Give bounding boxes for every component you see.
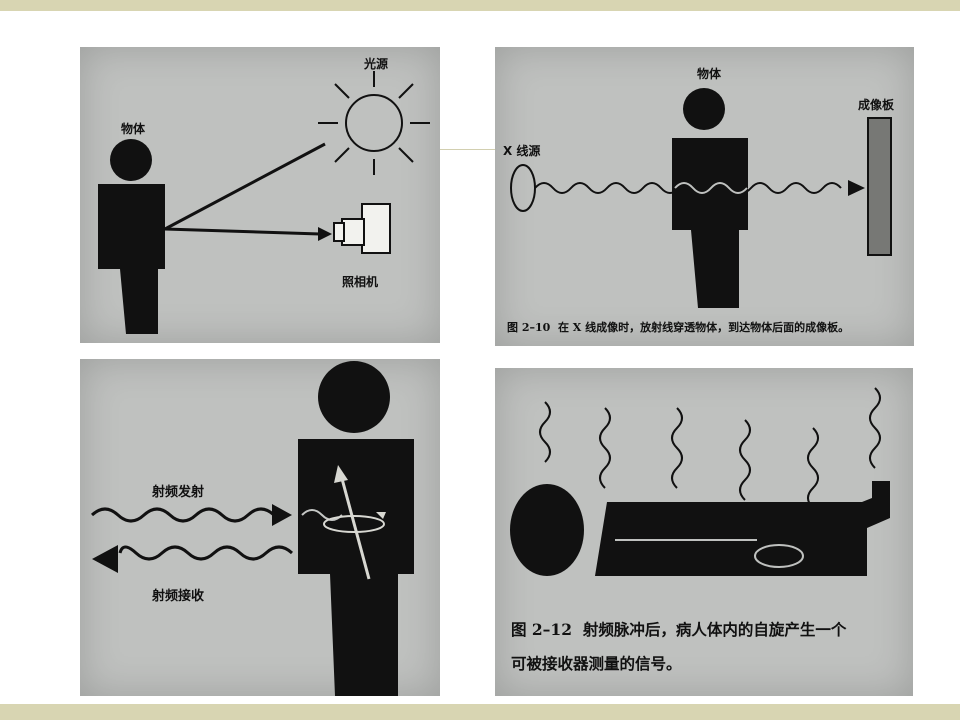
panel-patient-signal: 图 2–12 射频脉冲后，病人体内的自旋产生一个 可被接收器测量的信号。 xyxy=(495,368,913,696)
xray-source-icon xyxy=(510,164,536,212)
person-body-icon xyxy=(98,184,165,334)
bottom-decorative-band xyxy=(0,704,960,720)
decorative-divider-line xyxy=(440,149,496,150)
rf-transmit-label: 射频发射 xyxy=(152,485,205,500)
spin-axis-arrow xyxy=(339,474,371,580)
caption-text-line1: 射频脉冲后，病人体内的自旋产生一个 xyxy=(582,620,847,639)
patient-body-icon xyxy=(595,481,890,576)
rf-illustration xyxy=(90,361,414,696)
spin-axis-arrowhead xyxy=(334,465,348,483)
panel-rf-transmit-receive: 射频发射 射频接收 xyxy=(80,359,440,696)
figure-2-12-caption-line1: 图 2–12 射频脉冲后，病人体内的自旋产生一个 xyxy=(511,618,846,640)
sun-rays xyxy=(318,71,430,175)
imaging-plate-icon xyxy=(867,117,892,256)
figure-2-12-caption-line2: 可被接收器测量的信号。 xyxy=(511,654,682,673)
caption-text: 在 X 线成像时，放射线穿透物体，到达物体后面的成像板。 xyxy=(557,321,850,334)
panel-xray-imaging: 物体 X 线源 成像板 图 2–10 在 X 线成像时，放射线穿透物体，到达物体… xyxy=(495,47,914,346)
figure-number: 图 2–12 xyxy=(511,620,573,639)
person-head-icon xyxy=(110,139,152,181)
person-head-icon xyxy=(318,361,390,433)
rf-transmit-wave xyxy=(90,507,276,523)
patient-hand-icon xyxy=(754,544,804,568)
precession-arrowhead xyxy=(376,512,386,519)
xray-imaging-illustration xyxy=(510,88,892,308)
object-label: 物体 xyxy=(697,67,722,81)
xray-wave-through-body xyxy=(674,182,748,194)
top-decorative-band xyxy=(0,0,960,11)
figure-2-10-caption: 图 2–10 在 X 线成像时，放射线穿透物体，到达物体后面的成像板。 xyxy=(507,319,849,335)
xray-source-label: X 线源 xyxy=(503,144,541,158)
camera-ray-arrowhead xyxy=(318,227,332,241)
panel-optical-imaging: 物体 光源 照相机 xyxy=(80,47,440,343)
signal-squiggles xyxy=(539,387,881,509)
reflected-light-ray xyxy=(164,142,326,231)
person-body-icon xyxy=(672,138,748,308)
light-source-sun-icon xyxy=(345,94,403,152)
camera-label: 照相机 xyxy=(342,275,379,289)
rf-wave-in-body xyxy=(301,509,343,521)
rf-receive-label: 射频接收 xyxy=(152,589,205,604)
rf-transmit-arrowhead xyxy=(272,504,292,526)
patient-head-icon xyxy=(510,484,584,576)
imaging-plate-label: 成像板 xyxy=(858,98,895,112)
camera-icon xyxy=(333,203,391,254)
rf-receive-arrowhead xyxy=(92,545,118,573)
person-body-icon xyxy=(298,439,414,696)
xray-arrowhead xyxy=(848,180,865,196)
light-source-label: 光源 xyxy=(364,57,389,71)
person-head-icon xyxy=(683,88,725,130)
optical-imaging-illustration xyxy=(98,71,430,334)
camera-light-ray xyxy=(164,227,321,236)
object-label: 物体 xyxy=(121,122,146,136)
spin-precession-icon xyxy=(323,515,385,533)
rf-receive-wave xyxy=(118,545,294,561)
figure-number: 图 2–10 xyxy=(507,321,551,334)
patient-signal-illustration xyxy=(510,387,890,576)
